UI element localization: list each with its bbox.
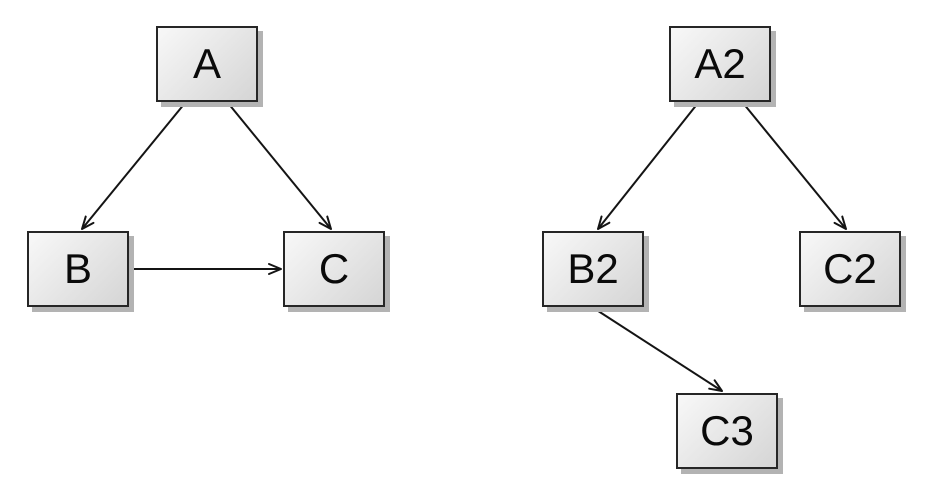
node-C3-label: C3 [700, 407, 754, 454]
edge-A-C [227, 102, 332, 230]
node-A2-label: A2 [694, 40, 746, 87]
node-A[interactable]: A [156, 26, 258, 102]
node-C2-label: C2 [823, 245, 877, 292]
node-C-label: C [318, 245, 350, 292]
node-C2[interactable]: C2 [799, 231, 901, 307]
node-B[interactable]: B [27, 231, 129, 307]
edge-A-B [81, 102, 186, 230]
node-A2[interactable]: A2 [669, 26, 771, 102]
edge-A2-B2 [597, 102, 699, 230]
node-C[interactable]: C [283, 231, 385, 307]
node-B2[interactable]: B2 [542, 231, 644, 307]
node-B2-label: B2 [567, 245, 619, 292]
node-C3[interactable]: C3 [676, 393, 778, 469]
node-A-label: A [192, 40, 221, 87]
edge-B2-C3 [591, 306, 723, 392]
edge-A2-C2 [742, 102, 847, 230]
node-B-label: B [63, 245, 92, 292]
